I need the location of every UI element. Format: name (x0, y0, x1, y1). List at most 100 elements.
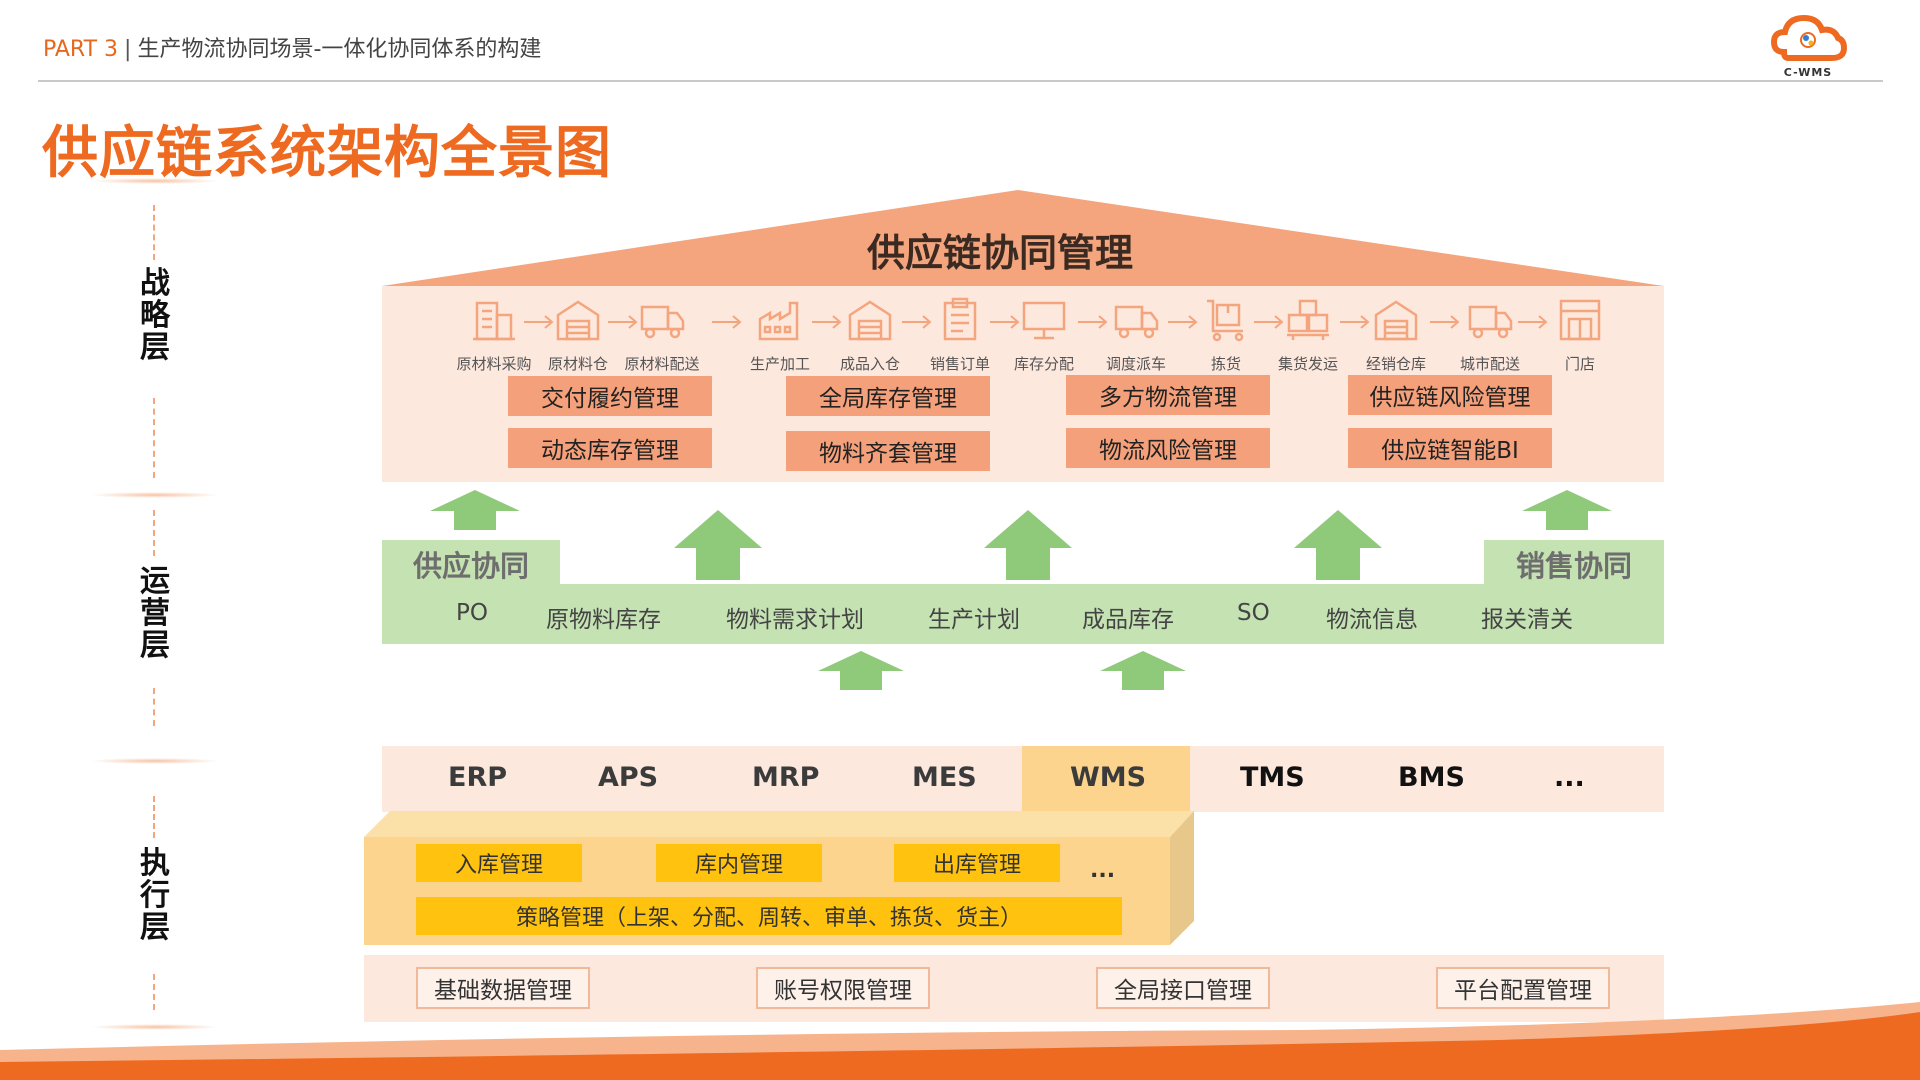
module-dynamic-inventory: 动态库存管理 (508, 428, 712, 468)
dashed-line (153, 398, 155, 478)
wms-highlight (1022, 746, 1190, 812)
ops-item-production-plan: 生产计划 (928, 607, 1020, 633)
bottom-wave (0, 1002, 1920, 1080)
page-title: 供应链系统架构全景图 (42, 121, 612, 186)
sales-collaboration-tab: 销售协同 (1484, 540, 1664, 588)
up-arrow-icon (1100, 651, 1186, 690)
ops-item-po: PO (456, 600, 488, 626)
store-icon (1559, 299, 1601, 341)
monitor-icon (1022, 301, 1066, 340)
flow-step-label: 经销仓库 (1365, 355, 1426, 373)
flow-step-label: 原材料配送 (624, 355, 700, 373)
module-logistics-risk: 物流风险管理 (1066, 428, 1270, 468)
layer-separator (90, 1024, 220, 1030)
truck-icon (1114, 305, 1159, 339)
flow-step-label: 库存分配 (1013, 355, 1074, 373)
module-global-inventory: 全局库存管理 (786, 376, 990, 416)
ops-item-finished-inventory: 成品库存 (1082, 607, 1174, 633)
part-heading: PART 3|生产物流协同场景-一体化协同体系的构建 (43, 31, 541, 63)
cart-icon (1207, 299, 1244, 342)
flow-step: 销售订单 (920, 297, 1000, 374)
factory-icon (758, 301, 799, 341)
warehouse-icon (848, 300, 892, 341)
flow-step-label: 生产加工 (749, 355, 810, 373)
wms-more: ... (1090, 858, 1116, 883)
flow-step: 拣货 (1186, 297, 1266, 374)
layer-label-strategy: 战略层 (140, 266, 170, 365)
c-wms-logo: C-WMS (1768, 12, 1848, 80)
system-more: ... (1554, 762, 1585, 793)
part-number: PART 3 (43, 37, 119, 62)
system-bms: BMS (1398, 762, 1465, 793)
flow-step: 生产加工 (740, 297, 820, 374)
building-icon (473, 301, 515, 341)
layer-separator (90, 758, 220, 764)
system-mes: MES (912, 762, 977, 793)
dashed-line (153, 510, 155, 556)
flow-step-label: 销售订单 (929, 355, 990, 373)
flow-step: 原材料采购 (454, 297, 534, 374)
flow-step: 门店 (1540, 297, 1620, 374)
strategy-roof (382, 190, 1664, 286)
up-arrow-icon (1294, 510, 1382, 580)
system-erp: ERP (448, 762, 508, 793)
flow-step: 调度派车 (1096, 297, 1176, 374)
up-arrow-icon (818, 651, 904, 690)
system-mrp: MRP (752, 762, 820, 793)
flow-step-label: 调度派车 (1105, 355, 1166, 373)
system-tms: TMS (1240, 762, 1305, 793)
ops-item-customs-clearance: 报关清关 (1481, 607, 1573, 633)
flow-step-label: 成品入仓 (839, 355, 900, 373)
up-arrow-icon (984, 510, 1072, 580)
warehouse-icon (1374, 300, 1418, 341)
flow-step-label: 拣货 (1210, 355, 1241, 373)
system-wms: WMS (1070, 762, 1147, 793)
strategy-title: 供应链协同管理 (866, 231, 1133, 275)
header-divider (38, 80, 1883, 82)
section-subtitle: 生产物流协同场景-一体化协同体系的构建 (137, 37, 542, 62)
module-multi-party-logistics: 多方物流管理 (1066, 375, 1270, 415)
flow-arrows (524, 315, 1548, 329)
wms-inbound: 入库管理 (416, 844, 582, 882)
svg-text:C-WMS: C-WMS (1784, 66, 1832, 79)
ops-item-so: SO (1237, 600, 1270, 626)
ops-item-mrp: 物料需求计划 (726, 607, 864, 633)
up-arrow-icon (674, 510, 762, 580)
flow-step: 原材料仓 (538, 297, 618, 374)
system-aps: APS (598, 762, 659, 793)
wms-strategy: 策略管理（上架、分配、周转、审单、拣货、货主） (416, 897, 1122, 935)
part-divider: | (124, 37, 132, 62)
warehouse-icon (556, 300, 600, 341)
module-material-kitting: 物料齐套管理 (786, 431, 990, 471)
flow-step: 经销仓库 (1356, 297, 1436, 374)
account-permission-management: 账号权限管理 (756, 967, 930, 1009)
supply-collaboration-tab: 供应协同 (382, 540, 560, 588)
flow-step: 成品入仓 (830, 297, 910, 374)
dashed-line (153, 796, 155, 838)
module-supply-chain-risk: 供应链风险管理 (1348, 375, 1552, 415)
flow-step-label: 城市配送 (1459, 355, 1520, 373)
flow-step-label: 集货发运 (1277, 355, 1338, 373)
wms-outbound: 出库管理 (894, 844, 1060, 882)
base-data-management: 基础数据管理 (416, 967, 590, 1009)
wms-in-warehouse: 库内管理 (656, 844, 822, 882)
ops-item-raw-inventory: 原物料库存 (546, 607, 661, 633)
boxes-icon (1287, 299, 1329, 340)
flow-step-label: 门店 (1564, 355, 1595, 373)
flow-step-label: 原材料采购 (456, 355, 532, 373)
flow-step: 集货发运 (1268, 297, 1348, 374)
module-delivery-fulfillment: 交付履约管理 (508, 376, 712, 416)
truck-icon (640, 305, 685, 339)
layer-separator (90, 492, 220, 498)
global-interface-management: 全局接口管理 (1096, 967, 1270, 1009)
flow-step: 库存分配 (1004, 297, 1084, 374)
layer-label-operations: 运营层 (140, 564, 170, 663)
green-up-arrows (430, 490, 1612, 690)
dashed-line (153, 688, 155, 726)
dashed-line (153, 205, 155, 260)
flow-step: 原材料配送 (622, 297, 702, 374)
clipboard-icon (943, 297, 977, 341)
up-arrow-icon (430, 490, 520, 530)
flow-step-label: 原材料仓 (547, 355, 608, 373)
up-arrow-icon (1522, 490, 1612, 530)
